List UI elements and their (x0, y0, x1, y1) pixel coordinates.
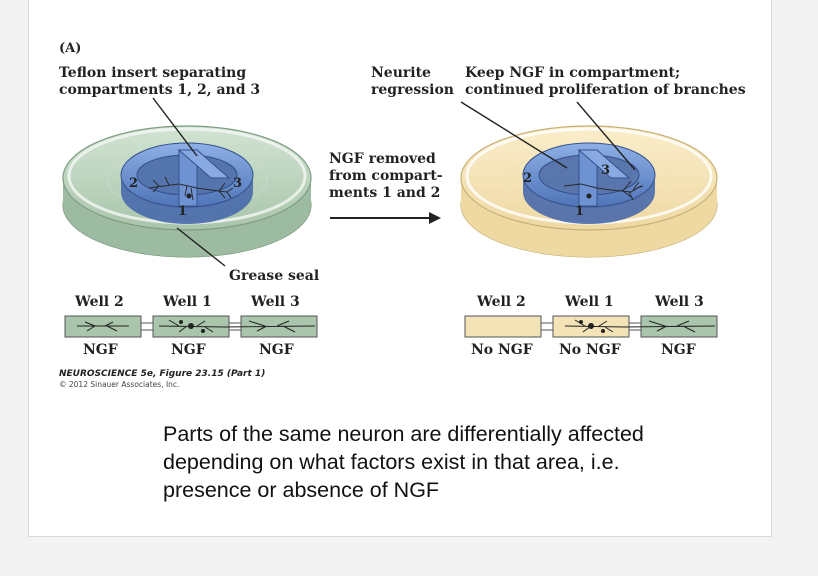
left-well-1-condition: NGF (171, 342, 206, 358)
copyright-line: © 2012 Sinauer Associates, Inc. (59, 380, 180, 389)
right-caption-a-line2: regression (371, 82, 454, 98)
left-neuron (148, 176, 234, 201)
right-well-2-label: Well 2 (477, 294, 526, 310)
grease-seal-label: Grease seal (229, 268, 320, 284)
arrow-label-line1: NGF removed (329, 151, 436, 167)
left-well-2-condition: NGF (83, 342, 118, 358)
figure-credit: NEUROSCIENCE 5e, Figure 23.15 (Part 1) (59, 369, 266, 379)
left-well-3-condition: NGF (259, 342, 294, 358)
right-caption-a-line1: Neurite (371, 65, 431, 81)
slide: (A) Teflon insert separating compartment… (28, 0, 772, 537)
right-teflon-insert (522, 142, 656, 224)
left-caption-line1: Teflon insert separating (59, 65, 247, 81)
left-compartment-3: 3 (233, 176, 243, 191)
left-caption-line2: compartments 1, 2, and 3 (59, 82, 261, 98)
right-well-strip (464, 315, 718, 338)
right-well-1-label: Well 1 (565, 294, 614, 310)
right-well-2-condition: No NGF (471, 342, 533, 358)
figure-panel: (A) Teflon insert separating compartment… (29, 0, 771, 400)
right-culture-dish (460, 101, 718, 258)
figure-artwork (62, 97, 718, 338)
right-neuron (563, 180, 644, 201)
arrow-label-line3: ments 1 and 2 (329, 185, 441, 201)
transition-arrow (330, 212, 441, 224)
left-compartment-1: 1 (178, 204, 188, 219)
left-well-1-label: Well 1 (163, 294, 212, 310)
left-well-strip (64, 315, 318, 338)
right-caption-b-line2: continued proliferation of branches (465, 82, 746, 98)
right-well-2 (464, 315, 542, 338)
left-well-2-label: Well 2 (75, 294, 124, 310)
left-compartment-2: 2 (129, 176, 139, 191)
right-compartment-1: 1 (575, 204, 585, 219)
arrow-label-line2: from compart- (329, 168, 443, 184)
left-well-3-label: Well 3 (251, 294, 300, 310)
right-well-3-condition: NGF (661, 342, 696, 358)
right-compartment-3: 3 (601, 163, 611, 178)
right-well-1-condition: No NGF (559, 342, 621, 358)
summary-text: Parts of the same neuron are differentia… (163, 422, 644, 502)
right-caption-b-line1: Keep NGF in compartment; (465, 65, 681, 81)
right-compartment-2: 2 (523, 171, 533, 186)
panel-label: (A) (59, 41, 82, 56)
left-culture-dish (62, 97, 312, 267)
right-well-3-label: Well 3 (655, 294, 704, 310)
